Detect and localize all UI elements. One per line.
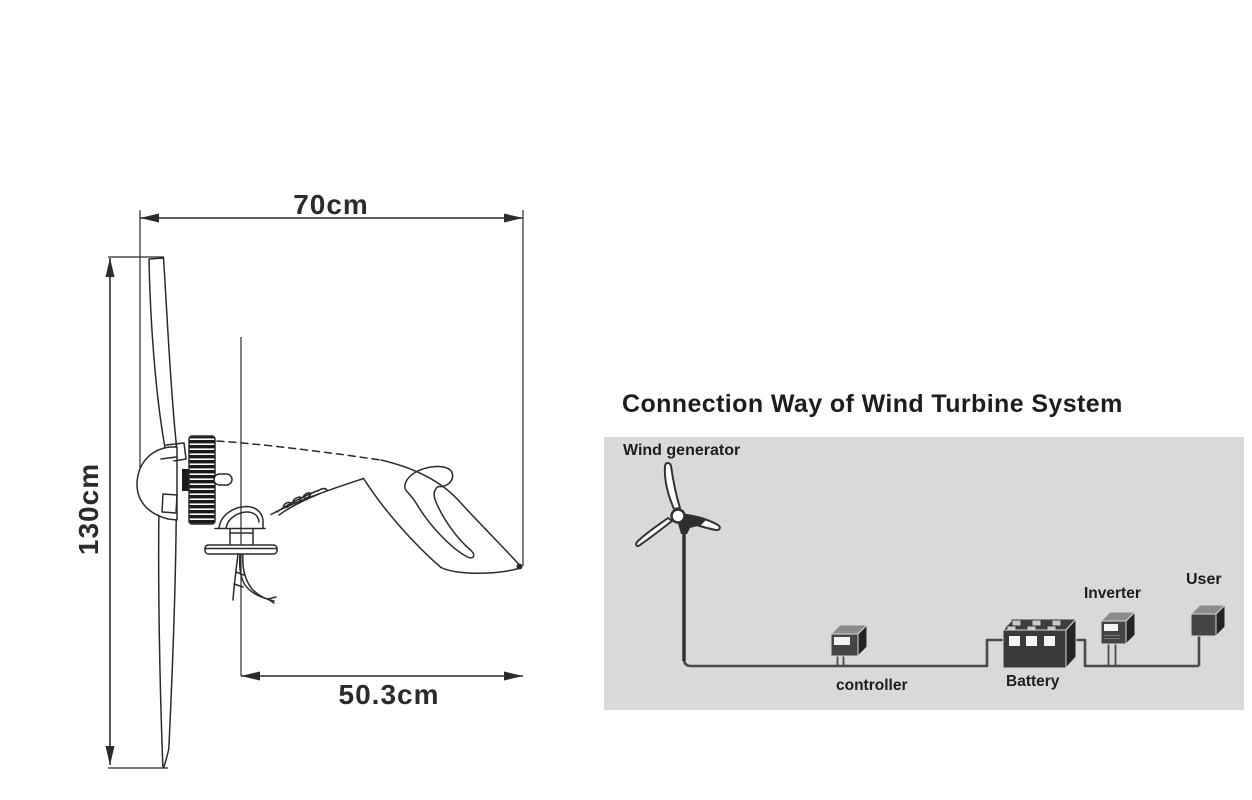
body-bottom-edge (270, 477, 365, 516)
mount-arch-outer (218, 505, 264, 529)
turbine-hub (670, 508, 686, 524)
tail-leading-edge (362, 477, 442, 569)
wire-ticks (233, 571, 277, 604)
nose-cone (136, 446, 178, 521)
label-controller: controller (836, 677, 908, 694)
wire-bundle-line (276, 489, 319, 513)
arrowhead-up (105, 258, 115, 277)
inverter-box-icon (1099, 610, 1137, 646)
inverter-vents (1104, 635, 1120, 639)
battery-terminal (1051, 619, 1062, 627)
shaft-stub (213, 473, 233, 486)
arrowhead-left (140, 213, 159, 223)
turbine-blade-lower-left (635, 517, 673, 548)
tail-bottom-edge (440, 566, 520, 575)
battery-terminal (1011, 619, 1022, 627)
mount-neck (229, 528, 254, 546)
diagram-title: Connection Way of Wind Turbine System (622, 390, 1123, 418)
wire-coil (302, 492, 312, 499)
battery-front-face (1002, 629, 1067, 669)
hub-bracket-lower (161, 493, 178, 514)
mount-flange (204, 544, 278, 555)
wire-bundle-hook (317, 487, 328, 492)
inverter-display (1104, 624, 1118, 631)
depth-dimension-label: 50.3cm (339, 679, 440, 710)
arrowhead-left (241, 671, 260, 681)
mount-arch-inner (225, 511, 260, 529)
label-user: User (1186, 571, 1222, 588)
battery-cell-window (1044, 636, 1055, 646)
dimension-70cm: 70cm (139, 189, 524, 566)
battery-terminal (1031, 619, 1042, 627)
arrowhead-right (504, 671, 523, 681)
connection-diagram-panel: Wind generator controller Battery Invert… (604, 437, 1244, 710)
battery-cell-window (1026, 636, 1037, 646)
dimension-130cm: 130cm (73, 256, 168, 769)
width-dimension-label: 70cm (293, 189, 369, 220)
wire-controller-stub (836, 655, 845, 666)
wind-turbine-icon (635, 462, 721, 661)
wire-coil (292, 496, 302, 504)
arrowhead-right (504, 213, 523, 223)
label-wind-generator: Wind generator (623, 442, 741, 459)
turbine-blade-up (663, 462, 681, 510)
dangling-wire3 (232, 553, 239, 601)
blade-lower (157, 469, 178, 769)
hub-bracket (165, 442, 187, 462)
generator-collar (182, 469, 189, 491)
wire-inverter-stub (1107, 643, 1117, 666)
turbine-side-view (136, 257, 523, 769)
controller-box-icon (829, 623, 869, 658)
user-front-face (1190, 613, 1217, 637)
wire-battery-to-user (1065, 638, 1199, 668)
dangling-wire (238, 553, 269, 600)
tail-trailing-edge (380, 459, 520, 565)
wire-coil (282, 501, 292, 509)
arrowhead-down (105, 746, 115, 765)
label-battery: Battery (1006, 673, 1060, 690)
label-inverter: Inverter (1084, 585, 1141, 602)
height-dimension-label: 130cm (73, 463, 104, 555)
tail-cutout (404, 465, 475, 559)
turbine-dimension-drawing: 70cm 130cm 50.3cm (73, 189, 524, 769)
controller-display (834, 637, 850, 645)
battery-box-icon (1001, 617, 1078, 670)
user-box-icon (1189, 603, 1227, 638)
battery-cell-window (1009, 636, 1020, 646)
hub-bracket-line (160, 456, 177, 460)
generator-housing (188, 435, 216, 525)
blade-upper (148, 257, 178, 454)
body-top-edge (216, 440, 382, 461)
dangling-wire2 (242, 553, 275, 602)
connection-diagram-graphics (635, 462, 1227, 670)
wire-bundle-line2 (278, 492, 321, 516)
